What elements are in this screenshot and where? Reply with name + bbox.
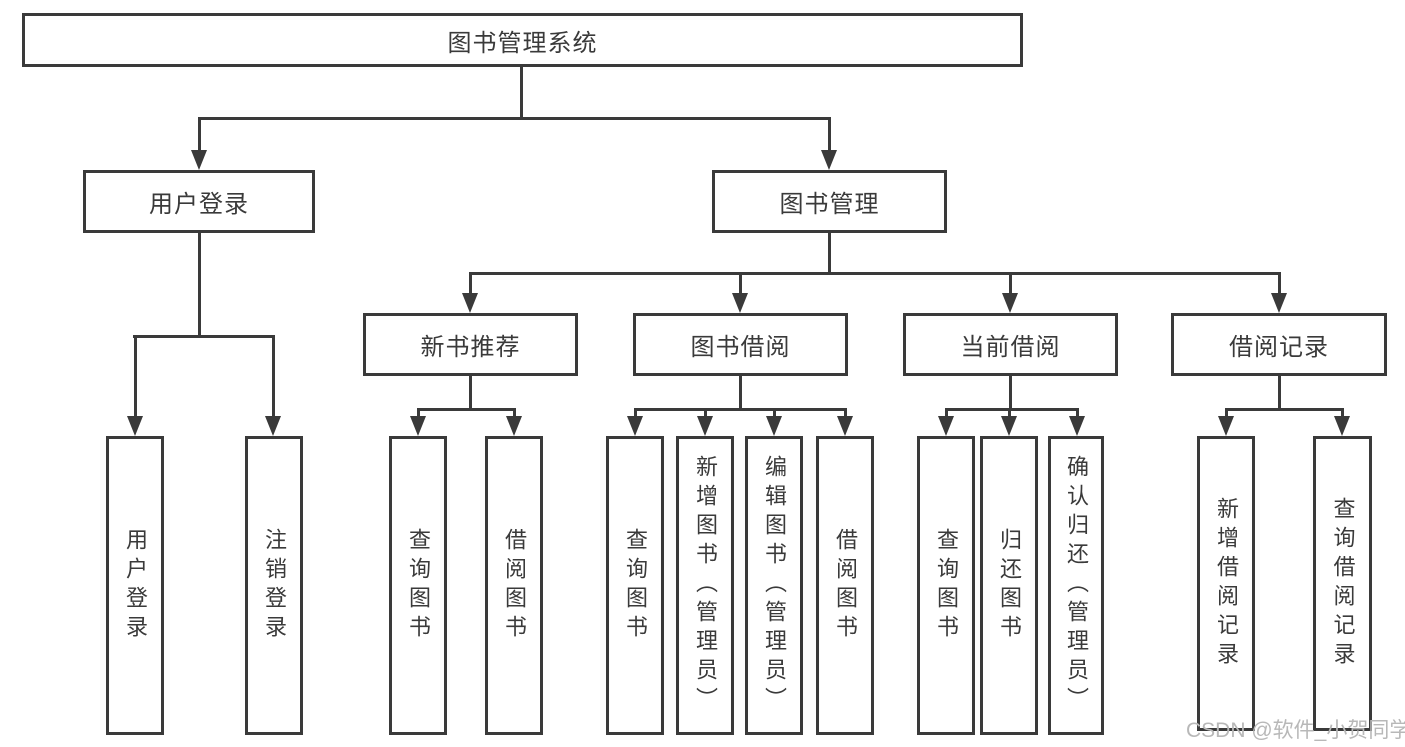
connector-line: [1278, 272, 1281, 293]
arrow-down-icon: [697, 416, 713, 436]
arrow-down-icon: [1218, 416, 1234, 436]
node-label: 查询图书: [623, 527, 648, 644]
connector-line: [469, 272, 1281, 275]
node-borrowing-records: 借阅记录: [1171, 313, 1387, 376]
node-user-login-leaf: 用户登录: [106, 436, 164, 735]
connector-line: [945, 408, 1078, 411]
node-label: 编辑图书（管理员）: [762, 455, 787, 716]
arrow-down-icon: [732, 293, 748, 313]
arrow-down-icon: [191, 150, 207, 170]
node-label: 查询借阅记录: [1330, 496, 1356, 671]
node-borrow-books: 借阅图书: [816, 436, 874, 735]
node-label: 注销登录: [262, 527, 287, 644]
node-label: 归还图书: [997, 527, 1022, 644]
connector-line: [704, 408, 707, 416]
node-edit-books-admin: 编辑图书（管理员）: [745, 436, 803, 735]
arrow-down-icon: [410, 416, 426, 436]
connector-line: [739, 376, 742, 408]
node-current-borrowing: 当前借阅: [903, 313, 1118, 376]
node-label: 查询图书: [406, 527, 431, 644]
connector-line: [198, 117, 831, 120]
arrow-down-icon: [265, 416, 281, 436]
node-logout: 注销登录: [245, 436, 303, 735]
connector-line: [520, 67, 523, 117]
connector-line: [134, 335, 137, 416]
node-query-books-borrow: 查询图书: [606, 436, 664, 735]
connector-line: [1009, 376, 1012, 408]
connector-line: [1225, 408, 1343, 411]
connector-line: [1076, 408, 1079, 416]
node-label: 查询图书: [934, 527, 959, 644]
connector-line: [828, 233, 831, 272]
node-label: 借阅记录: [1229, 334, 1329, 361]
node-label: 新增图书（管理员）: [693, 455, 718, 716]
arrow-down-icon: [462, 293, 478, 313]
connector-line: [634, 408, 637, 416]
node-add-borrow-record: 新增借阅记录: [1197, 436, 1255, 731]
node-label: 当前借阅: [960, 334, 1061, 361]
node-label: 确认归还（管理员）: [1064, 455, 1089, 716]
arrow-down-icon: [1271, 293, 1287, 313]
connector-line: [828, 117, 831, 150]
connector-line: [513, 408, 516, 416]
connector-line: [469, 376, 472, 408]
arrow-down-icon: [821, 150, 837, 170]
node-borrow-books-recommend: 借阅图书: [485, 436, 543, 735]
arrow-down-icon: [1001, 416, 1017, 436]
connector-line: [133, 335, 275, 338]
node-library-management-system: 图书管理系统: [22, 13, 1023, 67]
arrow-down-icon: [1334, 416, 1350, 436]
node-label: 借阅图书: [502, 527, 527, 644]
arrow-down-icon: [506, 416, 522, 436]
connector-line: [469, 272, 472, 293]
node-add-books-admin: 新增图书（管理员）: [676, 436, 734, 735]
node-label: 用户登录: [123, 527, 148, 644]
connector-line: [945, 408, 948, 416]
connector-line: [634, 408, 846, 411]
arrow-down-icon: [1002, 293, 1018, 313]
node-new-book-recommendation: 新书推荐: [363, 313, 578, 376]
csdn-watermark: CSDN @软件_小贺同学: [1186, 719, 1405, 742]
node-query-books-current: 查询图书: [917, 436, 975, 735]
node-label: 用户登录: [149, 191, 249, 218]
connector-line: [1341, 408, 1344, 416]
connector-line: [739, 272, 742, 293]
node-label: 新增借阅记录: [1214, 496, 1239, 671]
connector-line: [1008, 408, 1011, 416]
node-label: 图书借阅: [690, 334, 791, 361]
connector-line: [198, 117, 201, 150]
connector-line: [417, 408, 420, 416]
arrow-down-icon: [627, 416, 643, 436]
connector-line: [1009, 272, 1012, 293]
connector-line: [773, 408, 776, 416]
connector-line: [1225, 408, 1228, 416]
node-confirm-return-admin: 确认归还（管理员）: [1048, 436, 1104, 735]
connector-line: [417, 408, 515, 411]
node-label: 新书推荐: [420, 334, 521, 361]
node-return-books: 归还图书: [980, 436, 1038, 735]
connector-line: [272, 335, 275, 416]
node-label: 借阅图书: [833, 527, 858, 644]
connector-line: [198, 233, 201, 335]
arrow-down-icon: [837, 416, 853, 436]
node-label: 图书管理系统: [447, 29, 598, 57]
arrow-down-icon: [127, 416, 143, 436]
node-query-borrow-record: 查询借阅记录: [1313, 436, 1372, 731]
connector-line: [1278, 376, 1281, 408]
arrow-down-icon: [1069, 416, 1085, 436]
node-book-management: 图书管理: [712, 170, 947, 233]
node-user-login-group: 用户登录: [83, 170, 315, 233]
arrow-down-icon: [938, 416, 954, 436]
arrow-down-icon: [766, 416, 782, 436]
connector-line: [844, 408, 847, 416]
node-query-books-recommend: 查询图书: [389, 436, 447, 735]
node-book-borrowing: 图书借阅: [633, 313, 848, 376]
node-label: 图书管理: [779, 191, 880, 218]
